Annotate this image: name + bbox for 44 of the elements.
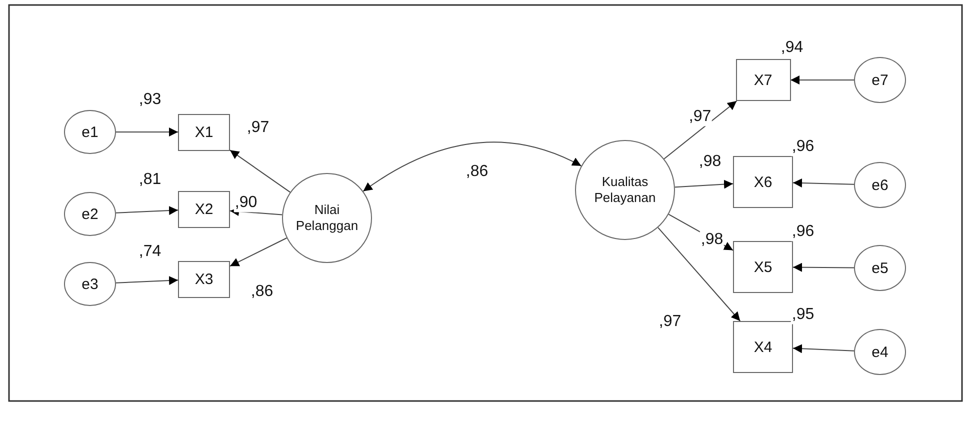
edge-label: ,97 [246,119,270,137]
path-arrow [116,128,178,136]
path-arrow [674,180,734,189]
path-arrow [792,178,854,188]
edge-label: ,86 [464,163,490,181]
error-term-circle: e4 [854,329,906,375]
indicator-box: X5 [733,241,793,293]
path-arrow [230,150,291,193]
path-arrow [664,100,738,160]
latent-variable-circle: Kualitas Pelayanan [575,140,675,240]
indicator-box: X1 [178,114,230,150]
path-arrow [115,276,178,286]
covariance-arrow [362,142,582,192]
edge-label: ,97 [688,108,712,126]
indicator-box: X6 [733,156,793,208]
squared-correlation-value: ,74 [138,243,162,261]
squared-correlation-value: ,93 [138,91,162,109]
squared-correlation-value: ,96 [790,138,816,156]
edge-label: ,90 [234,194,258,212]
error-term-circle: e1 [64,110,116,154]
squared-correlation-value: ,81 [138,171,162,189]
error-term-circle: e5 [854,245,906,291]
path-arrow [792,344,855,354]
latent-variable-circle: Nilai Pelanggan [282,173,372,263]
squared-correlation-value: ,94 [780,39,804,57]
squared-correlation-value: ,95 [790,306,816,324]
edge-label: ,98 [698,153,722,171]
edge-label: ,98 [700,231,724,249]
edge-label: ,86 [250,283,274,301]
path-arrow [790,76,854,84]
path-arrow [115,206,178,216]
error-term-circle: e6 [854,162,906,208]
indicator-box: X4 [733,321,793,373]
squared-correlation-value: ,96 [790,223,816,241]
error-term-circle: e7 [854,57,906,103]
indicator-box: X7 [736,59,790,101]
path-arrow [792,262,854,272]
error-term-circle: e3 [64,262,116,306]
indicator-box: X3 [178,260,230,298]
error-term-circle: e2 [64,192,116,236]
path-arrow [658,227,741,322]
indicator-box: X2 [178,190,230,228]
path-arrow [230,238,288,267]
edge-label: ,97 [658,313,682,331]
